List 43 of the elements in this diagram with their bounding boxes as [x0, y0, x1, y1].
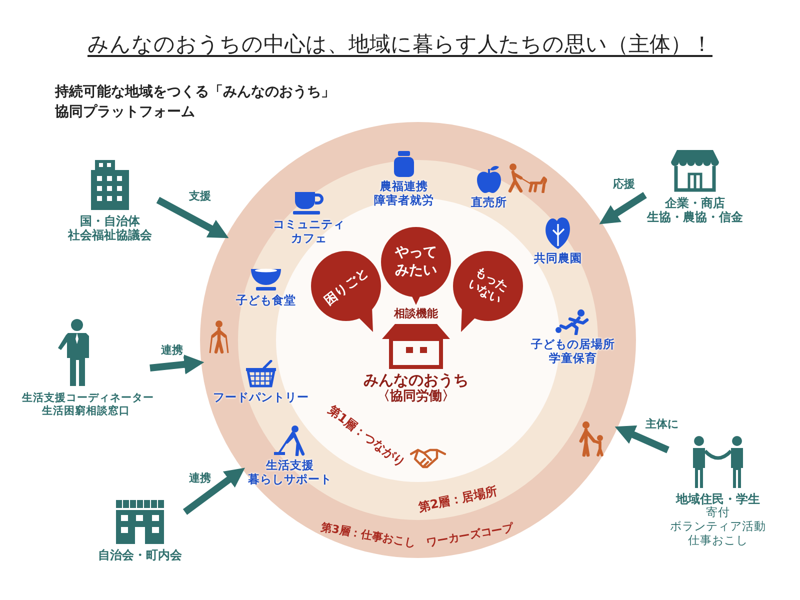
center-title: みんなのおうち [364, 371, 468, 389]
layer-label: 第1層：つながり [324, 404, 408, 470]
bubble-text: もったいない [465, 264, 511, 308]
organization-label: 寄付 [706, 506, 730, 520]
organization-label: 企業・商店 [665, 196, 725, 210]
center-subtitle: 〈協同労働〉 [377, 389, 455, 405]
edge-label: 連携 [160, 343, 184, 357]
organization-label: 国・自治体 [80, 214, 140, 228]
arrow [613, 423, 670, 454]
edge-label: 連携 [188, 471, 212, 485]
activity-label: 学童保育 [549, 351, 597, 366]
organization-label: 自治会・町内会 [98, 548, 182, 562]
activity-label: コミュニティカフェ [272, 217, 346, 246]
activity-label: フードパントリー [213, 390, 309, 404]
edge-label: 主体に [644, 417, 680, 431]
layer-label: 第3層：仕事おこし [320, 521, 416, 551]
activity-label: 共同農園 [534, 251, 582, 266]
organization-label: 生協・農協・信金 [647, 210, 743, 225]
activity-label: 暮らしサポート [248, 472, 332, 487]
activity-label: 子どもの居場所 [531, 337, 615, 352]
organization-label: 生活困窮相談窓口 [42, 404, 130, 418]
bubble-text: 困りごと [320, 264, 372, 308]
edge-label: 支援 [188, 189, 212, 203]
bubble-text: やってみたい [394, 244, 438, 280]
function-label: 相談機能 [394, 307, 438, 320]
title: みんなのおうちの中心は、地域に暮らす人たちの思い（主体）！ [88, 32, 712, 56]
layer-label: 第2層：居場所 [417, 484, 499, 516]
arrow [150, 354, 205, 374]
activity-label: 障害者就労 [374, 193, 434, 208]
arrow [182, 464, 248, 515]
activity-label: 直売所 [471, 195, 507, 210]
organization-label: 地域住民・学生 [676, 492, 760, 506]
activity-label: 生活支援 [266, 458, 314, 472]
organization-label: ボランティア活動 [670, 520, 766, 534]
activity-label: 子ども食堂 [236, 293, 296, 308]
arrow [597, 192, 647, 228]
layer-label: ワーカーズコープ [426, 522, 514, 550]
edge-label: 応援 [612, 177, 636, 191]
subtitle: 持続可能な地域をつくる「みんなのおうち」協同プラットフォーム [55, 83, 336, 122]
organization-label: 仕事おこし [688, 534, 748, 548]
activity-label: 農福連携 [380, 179, 428, 194]
organization-label: 生活支援コーディネーター [22, 392, 154, 404]
organization-label: 社会福祉協議会 [68, 228, 152, 243]
